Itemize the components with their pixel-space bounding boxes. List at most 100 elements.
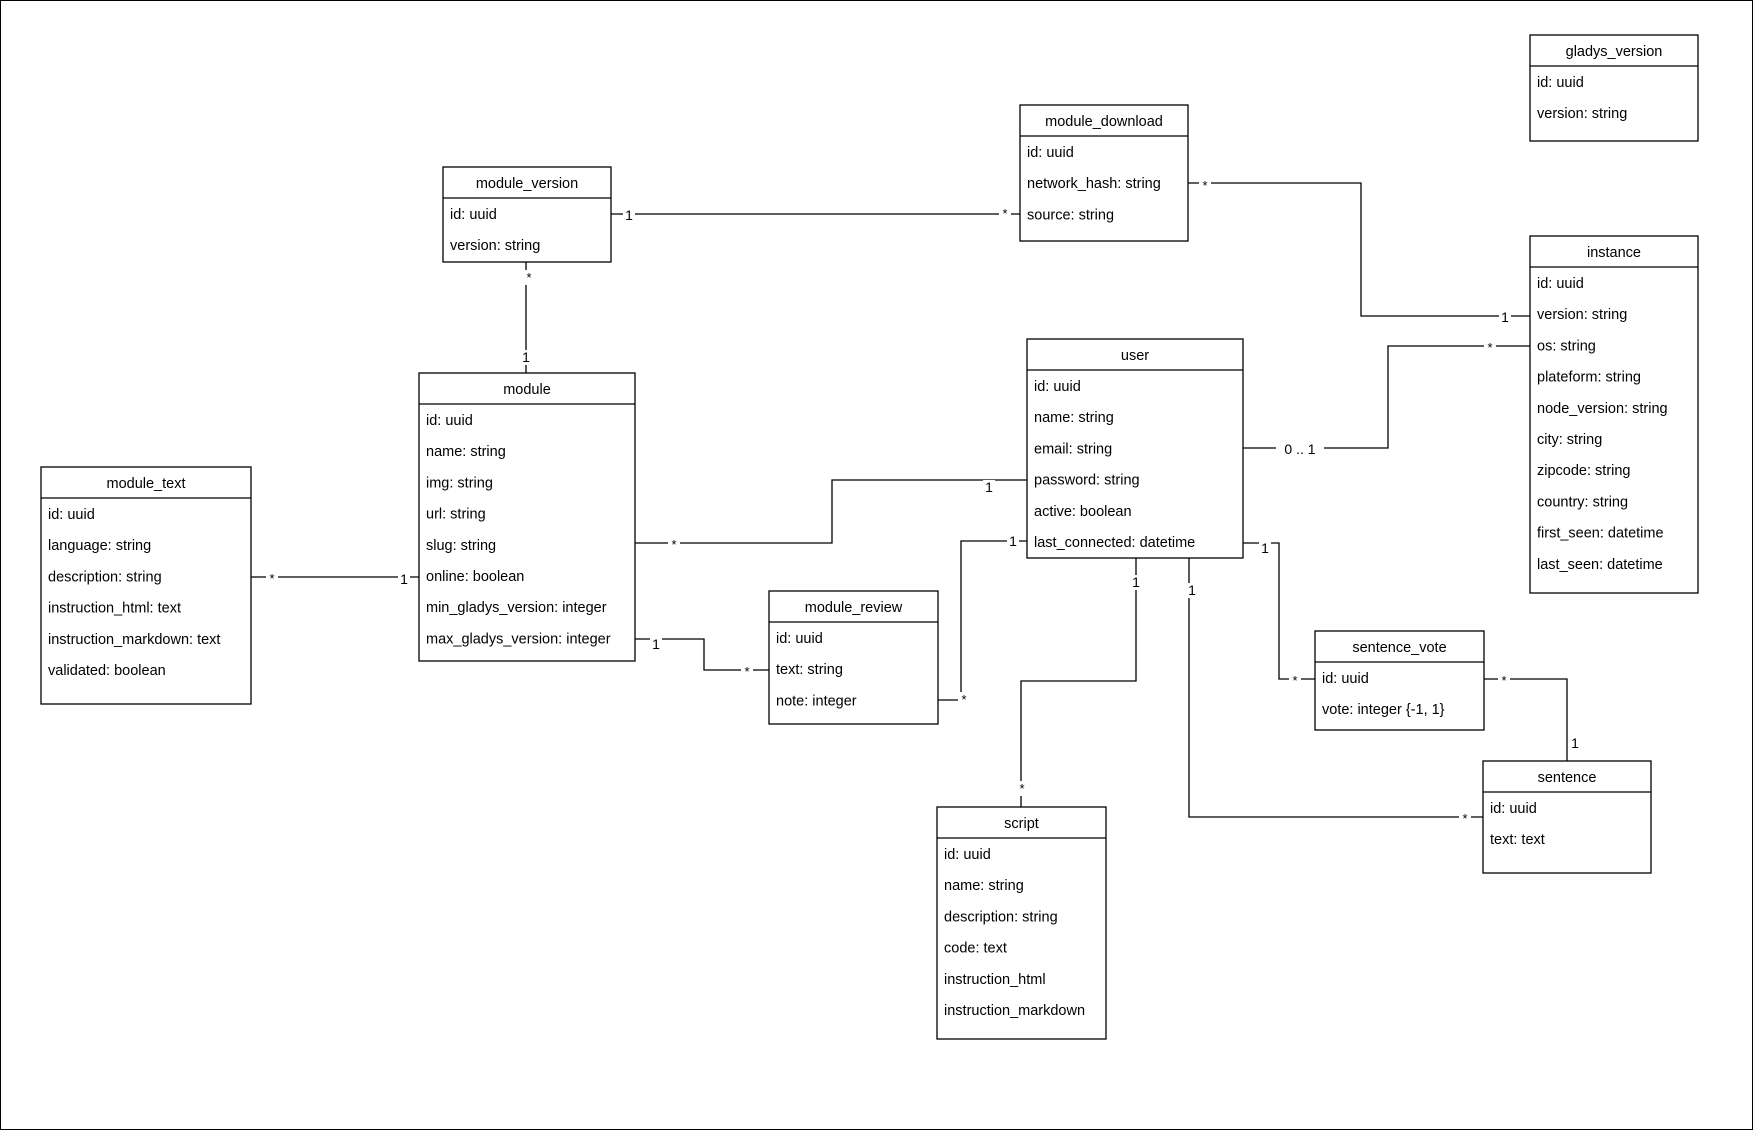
multiplicity-to-module-user: 1 — [985, 479, 993, 495]
multiplicity-from-module_version-module: * — [526, 270, 531, 285]
entity-attribute: instruction_html: text — [48, 601, 181, 617]
multiplicity-bg — [741, 664, 753, 679]
entity-attribute: max_gladys_version: integer — [426, 631, 611, 647]
multiplicity-labels: 1**1*10 .. 1**1*11**11*1*1**1 — [266, 178, 1581, 826]
multiplicity-to-module_version-module_download: * — [1002, 206, 1007, 221]
entity-attribute: img: string — [426, 475, 493, 491]
entity-attribute: name: string — [426, 444, 506, 460]
entity-title: module_version — [476, 176, 578, 192]
entity-box — [1019, 104, 1189, 242]
multiplicity-bg — [266, 571, 278, 586]
entity-attribute: version: string — [450, 238, 540, 254]
multiplicity-bg — [1459, 811, 1471, 826]
multiplicity-bg — [1276, 442, 1324, 457]
multiplicity-bg — [1016, 781, 1028, 796]
entity-attribute: node_version: string — [1537, 401, 1668, 417]
entity-gladys_version[interactable]: gladys_version id: uuid version: string — [1529, 34, 1699, 142]
entity-attribute: min_gladys_version: integer — [426, 600, 607, 616]
entity-attribute: url: string — [426, 507, 486, 523]
multiplicity-bg — [623, 208, 635, 223]
multiplicity-to-module_review-user: 1 — [1009, 533, 1017, 549]
entity-attribute: last_seen: datetime — [1537, 557, 1663, 573]
multiplicity-bg — [958, 692, 970, 707]
entity-box — [1314, 630, 1485, 731]
multiplicity-to-user-instance: * — [1487, 340, 1492, 355]
relation-line-module_download-instance — [1188, 182, 1530, 317]
multiplicity-bg — [999, 206, 1011, 221]
entity-title: module_review — [805, 600, 903, 616]
entity-attribute: id: uuid — [426, 413, 473, 429]
multiplicity-from-user-sentence: 1 — [1188, 582, 1196, 598]
entity-attribute: version: string — [1537, 307, 1627, 323]
entity-attribute: os: string — [1537, 338, 1596, 354]
entity-attribute: text: string — [776, 662, 843, 678]
entity-title: gladys_version — [1566, 44, 1663, 60]
multiplicity-bg — [1186, 583, 1198, 598]
entity-box — [418, 372, 636, 662]
multiplicity-from-user-instance: 0 .. 1 — [1284, 441, 1315, 457]
entity-attribute: id: uuid — [776, 631, 823, 647]
entity-title: script — [1004, 816, 1039, 832]
entity-attribute: plateform: string — [1537, 370, 1641, 386]
multiplicity-bg — [668, 537, 680, 552]
entity-title: module_download — [1045, 114, 1163, 130]
multiplicity-bg — [1199, 178, 1211, 193]
multiplicity-bg — [1289, 673, 1301, 688]
multiplicity-bg — [1259, 541, 1271, 556]
multiplicity-bg — [1499, 310, 1511, 325]
entity-attribute: email: string — [1034, 441, 1112, 457]
entity-attribute: source: string — [1027, 207, 1114, 223]
entity-module[interactable]: module id: uuid name: string img: string url… — [418, 372, 636, 662]
entity-box — [768, 590, 939, 725]
entity-box — [442, 166, 612, 263]
entity-attribute: id: uuid — [1537, 75, 1584, 91]
entity-attribute: description: string — [944, 909, 1058, 925]
entity-attribute: version: string — [1537, 106, 1627, 122]
multiplicity-from-sentence_vote-sentence: * — [1501, 673, 1506, 688]
entity-attribute: vote: integer {-1, 1} — [1322, 702, 1445, 718]
entity-attribute: instruction_markdown: text — [48, 632, 220, 648]
entity-attribute: language: string — [48, 538, 151, 554]
multiplicity-to-module_version-module: 1 — [522, 349, 530, 365]
entity-title: sentence_vote — [1352, 640, 1446, 656]
entity-attribute: password: string — [1034, 473, 1140, 489]
multiplicity-bg — [1007, 534, 1019, 549]
entity-box — [1529, 34, 1699, 142]
entity-attribute: instruction_html — [944, 972, 1046, 988]
multiplicity-from-user-sentence_vote: 1 — [1261, 540, 1269, 556]
multiplicity-from-module_version-module_download: 1 — [625, 207, 633, 223]
entity-attribute: code: text — [944, 941, 1007, 957]
multiplicity-bg — [398, 572, 410, 587]
multiplicity-to-module_download-instance: 1 — [1501, 309, 1509, 325]
entity-attribute: id: uuid — [1537, 276, 1584, 292]
multiplicity-bg — [1130, 575, 1142, 590]
relation-line-module-module_review — [635, 638, 769, 671]
entity-attribute: instruction_markdown — [944, 1003, 1085, 1019]
multiplicity-bg — [523, 270, 535, 285]
entity-box — [1529, 235, 1699, 594]
entity-title: sentence — [1538, 770, 1597, 786]
multiplicity-bg — [520, 350, 532, 365]
multiplicity-from-user-script: 1 — [1132, 574, 1140, 590]
entity-attribute: id: uuid — [944, 847, 991, 863]
entity-attribute: active: boolean — [1034, 504, 1132, 520]
relation-line-user-instance — [1243, 345, 1530, 449]
entity-title: module — [503, 382, 551, 398]
multiplicity-to-user-script: * — [1019, 781, 1024, 796]
multiplicity-bg — [1484, 340, 1496, 355]
entity-attribute: city: string — [1537, 432, 1602, 448]
multiplicity-to-user-sentence_vote: * — [1292, 673, 1297, 688]
relation-line-module_review-user — [938, 540, 1027, 701]
relation-line-sentence_vote-sentence — [1484, 678, 1568, 761]
